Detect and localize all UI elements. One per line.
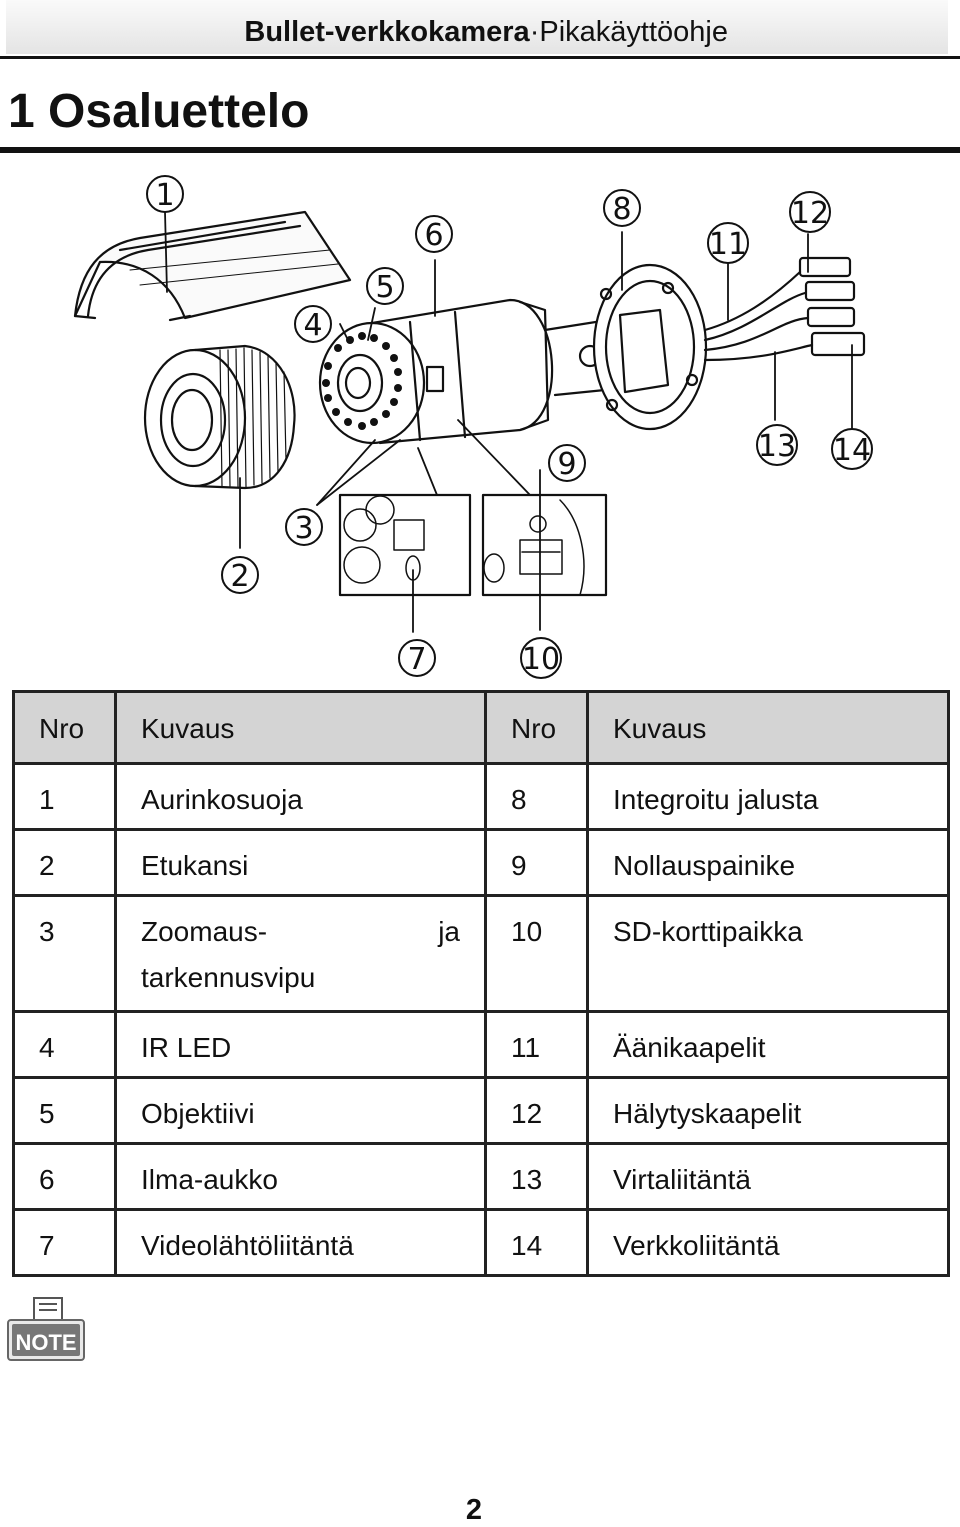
cell-no: 8: [484, 762, 589, 831]
callout-2: 2: [221, 556, 259, 594]
table-row: 3 Zoomaus-ja tarkennusvipu 10 SD-korttip…: [12, 894, 950, 1013]
svg-text:2: 2: [230, 559, 249, 594]
cell-no: 1: [12, 762, 117, 831]
document-header-title: Bullet-verkkokamera·Pikakäyttöohje: [244, 14, 728, 50]
parts-table: Nro Kuvaus Nro Kuvaus 1 Aurinkosuoja 8 I…: [12, 690, 950, 1277]
sunshield-drawing: [73, 210, 352, 322]
header-title-product: Bullet-verkkokamera: [244, 16, 530, 48]
cell-desc-part: ja: [438, 916, 460, 947]
svg-text:13: 13: [758, 429, 796, 464]
cell-no: 10: [484, 894, 589, 1013]
table-row: 5 Objektiivi 12 Hälytyskaapelit: [12, 1076, 950, 1145]
cell-desc: Objektiivi: [114, 1076, 487, 1145]
svg-text:1: 1: [155, 178, 174, 213]
callout-11: 11: [707, 222, 749, 264]
callout-14: 14: [831, 428, 873, 470]
svg-text:7: 7: [407, 642, 426, 677]
header-title-guide: Pikakäyttöohje: [539, 16, 728, 48]
header-bar: [6, 0, 948, 54]
cell-desc: Nollauspainike: [586, 828, 950, 897]
callout-8: 8: [603, 189, 641, 227]
cell-no: 3: [12, 894, 117, 1013]
header-no-right: Nro: [484, 690, 589, 765]
section-title: 1 Osaluettelo: [8, 85, 310, 138]
table-row: 1 Aurinkosuoja 8 Integroitu jalusta: [12, 762, 950, 831]
cell-no: 7: [12, 1208, 117, 1277]
section-rule: [0, 147, 960, 153]
note-icon: NOTE: [7, 1297, 85, 1361]
callout-3: 3: [285, 508, 323, 546]
table-row: 2 Etukansi 9 Nollauspainike: [12, 828, 950, 897]
cell-desc: Zoomaus-ja tarkennusvipu: [114, 894, 487, 1013]
cell-desc: Verkkoliitäntä: [586, 1208, 950, 1277]
cell-no: 6: [12, 1142, 117, 1211]
table-row: 7 Videolähtöliitäntä 14 Verkkoliitäntä: [12, 1208, 950, 1277]
callout-13: 13: [756, 424, 798, 466]
table-row: 4 IR LED 11 Äänikaapelit: [12, 1010, 950, 1079]
cell-desc-part: Zoomaus-: [141, 916, 268, 947]
cell-desc: Aurinkosuoja: [114, 762, 487, 831]
svg-text:4: 4: [303, 308, 322, 343]
callout-4: 4: [294, 305, 332, 343]
cell-no: 12: [484, 1076, 589, 1145]
svg-text:6: 6: [424, 218, 443, 253]
svg-text:11: 11: [709, 227, 747, 262]
cell-no: 11: [484, 1010, 589, 1079]
cell-no: 9: [484, 828, 589, 897]
mount-drawing: [592, 263, 708, 431]
cell-desc-part: tarkennusvipu: [141, 962, 316, 993]
callout-10: 10: [520, 637, 562, 679]
callout-1: 1: [146, 175, 184, 213]
inset-reset-sd-drawing: [481, 493, 608, 597]
cell-desc: Äänikaapelit: [586, 1010, 950, 1079]
cell-no: 14: [484, 1208, 589, 1277]
svg-text:NOTE: NOTE: [15, 1330, 76, 1355]
callout-5: 5: [366, 267, 404, 305]
page-number: 2: [465, 1494, 483, 1526]
cell-no: 5: [12, 1076, 117, 1145]
callout-12: 12: [789, 191, 831, 233]
svg-text:8: 8: [612, 192, 631, 227]
front-cover-drawing: [143, 344, 296, 490]
cell-desc: Hälytyskaapelit: [586, 1076, 950, 1145]
callout-6: 6: [415, 215, 453, 253]
header-rule: [0, 56, 960, 59]
svg-text:3: 3: [294, 511, 313, 546]
table-row: 6 Ilma-aukko 13 Virtaliitäntä: [12, 1142, 950, 1211]
svg-text:10: 10: [522, 642, 560, 677]
svg-text:5: 5: [375, 270, 394, 305]
header-title-separator: ·: [529, 16, 540, 48]
cell-desc: Etukansi: [114, 828, 487, 897]
cell-desc: Virtaliitäntä: [586, 1142, 950, 1211]
svg-text:9: 9: [557, 447, 576, 482]
cell-desc: Integroitu jalusta: [586, 762, 950, 831]
header-no-left: Nro: [12, 690, 117, 765]
camera-body-drawing: [318, 298, 657, 445]
cell-no: 4: [12, 1010, 117, 1079]
table-header-row: Nro Kuvaus Nro Kuvaus: [12, 690, 950, 765]
svg-text:14: 14: [833, 433, 871, 468]
callout-9: 9: [548, 444, 586, 482]
cell-desc: Videolähtöliitäntä: [114, 1208, 487, 1277]
camera-parts-diagram: 1 2 3 4 5 6 7 8 9 10 11 12 13 14: [73, 175, 873, 679]
svg-text:12: 12: [791, 196, 829, 231]
inset-video-output-drawing: [338, 493, 472, 597]
cell-no: 2: [12, 828, 117, 897]
cell-desc: IR LED: [114, 1010, 487, 1079]
cell-no: 13: [484, 1142, 589, 1211]
cell-desc: SD-korttipaikka: [586, 894, 950, 1013]
header-desc-left: Kuvaus: [114, 690, 487, 765]
cell-desc: Ilma-aukko: [114, 1142, 487, 1211]
header-desc-right: Kuvaus: [586, 690, 950, 765]
cables-drawing: [703, 256, 866, 362]
callout-7: 7: [398, 639, 436, 677]
